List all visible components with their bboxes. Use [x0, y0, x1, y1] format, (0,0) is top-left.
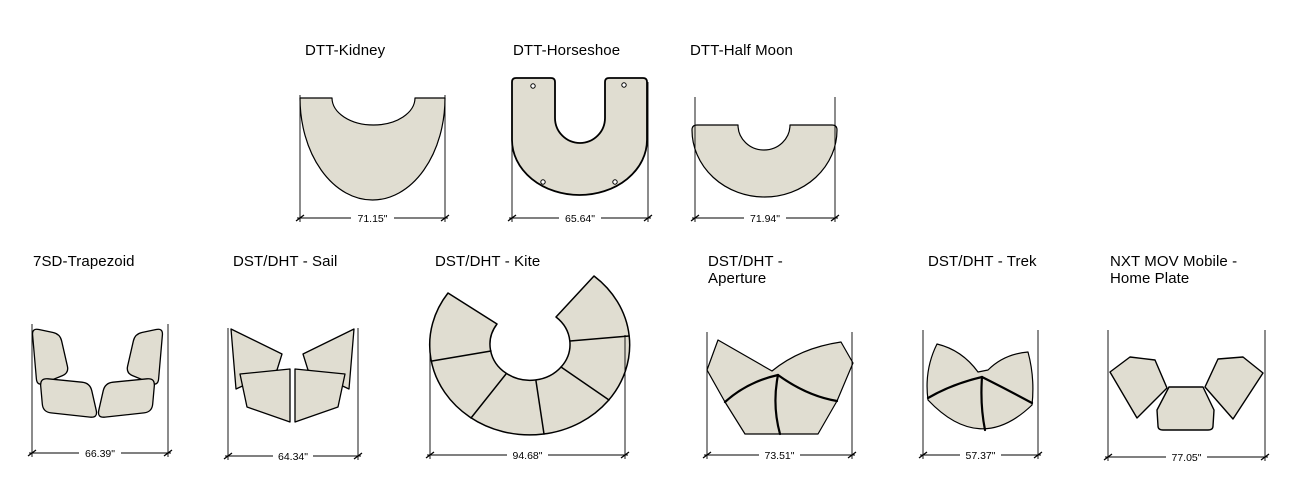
dimension-callout: 64.34": [223, 328, 363, 463]
shape-card-dtt-half-moon: DTT-Half Moon 71.94": [678, 38, 858, 238]
shape-title: DTT-Kidney: [305, 42, 386, 59]
kite-piece-dividers: [431, 335, 630, 435]
dimension-label: 64.34": [278, 451, 308, 463]
shape-card-nxt-mov-home-plate: NXT MOV Mobile - Home Plate 77.05": [1090, 250, 1290, 480]
dimension-label: 71.15": [357, 213, 387, 225]
dimension-tick: [620, 451, 630, 459]
kidney-shape-outline: [299, 97, 446, 201]
piece-divider: [723, 373, 780, 404]
7sd-trapezoid-drawing: 66.39": [27, 324, 173, 460]
piece-divider: [560, 366, 610, 401]
dimension-tick: [223, 452, 233, 460]
dimension-label: 94.68": [512, 450, 542, 462]
sail-piece-inner-right: [294, 368, 346, 423]
half-moon-shape-outline: [691, 124, 838, 198]
piece-divider: [980, 375, 987, 432]
sail-piece-inner-left: [239, 368, 291, 423]
shape-card-dst-dht-sail: DST/DHT - Sail 64.34": [220, 250, 380, 480]
trapezoid-piece-outer-left: [31, 328, 69, 385]
dimension-callout: 94.68": [425, 335, 630, 462]
home-plate-piece-right-wing: [1204, 356, 1264, 420]
dimension-tick: [425, 451, 435, 459]
dimension-callout: 66.39": [27, 324, 173, 460]
dimension-tick: [353, 452, 363, 460]
piece-divider: [569, 335, 630, 342]
shape-card-dtt-kidney: DTT-Kidney 71.15": [288, 38, 458, 238]
piece-divider: [776, 373, 839, 403]
shape-title: DTT-Horseshoe: [513, 42, 621, 59]
dimension-tick: [702, 451, 712, 459]
dimension-tick: [1103, 453, 1113, 461]
shape-title: DST/DHT - Trek: [928, 253, 1037, 270]
dimension-tick: [1033, 451, 1043, 459]
dtt-kidney-drawing: 71.15": [295, 95, 450, 225]
dimension-callout: 71.94": [690, 97, 840, 225]
piece-divider: [431, 350, 492, 362]
dimension-tick: [507, 214, 517, 222]
trek-piece-dividers: [926, 375, 1034, 432]
home-plate-piece-center: [1156, 386, 1215, 431]
dimension-callout: 65.64": [507, 82, 653, 225]
dimension-label: 73.51": [764, 450, 794, 462]
dimension-tick: [27, 449, 37, 457]
grommet-hole: [621, 82, 627, 88]
grommet-hole: [530, 83, 536, 89]
shape-card-7sd-trapezoid: 7SD-Trapezoid 66.39": [15, 250, 180, 480]
dimension-tick: [440, 214, 450, 222]
nxt-mov-home-plate-drawing: 77.05": [1103, 330, 1270, 464]
piece-divider: [926, 375, 984, 400]
dimension-label: 77.05": [1171, 452, 1201, 464]
dimension-tick: [1260, 453, 1270, 461]
dimension-label: 71.94": [750, 213, 780, 225]
horseshoe-shape-outline: [511, 77, 648, 196]
dimension-tick: [643, 214, 653, 222]
shape-card-dst-dht-kite: DST/DHT - Kite 94.68": [425, 250, 640, 480]
grommet-hole: [540, 179, 546, 185]
kite-ring-outline: [429, 275, 631, 436]
shape-card-dst-dht-trek: DST/DHT - Trek 57.37": [910, 250, 1055, 480]
dst-dht-kite-drawing: 94.68": [425, 275, 631, 462]
dimension-tick: [690, 214, 700, 222]
dimension-tick: [163, 449, 173, 457]
trapezoid-piece-outer-right: [126, 328, 164, 385]
dimension-tick: [847, 451, 857, 459]
shape-title: DTT-Half Moon: [690, 42, 793, 59]
dst-dht-aperture-drawing: 73.51": [702, 332, 857, 462]
dimension-tick: [830, 214, 840, 222]
dimension-callout: 77.05": [1103, 330, 1270, 464]
piece-divider: [535, 380, 545, 435]
trapezoid-piece-inner-right: [97, 378, 155, 418]
dst-dht-sail-drawing: 64.34": [223, 328, 363, 463]
piece-divider: [774, 373, 782, 436]
shape-title: DST/DHT - Kite: [435, 253, 541, 270]
shape-card-dst-dht-aperture: DST/DHT - Aperture 73.51": [695, 250, 870, 480]
dtt-horseshoe-drawing: 65.64": [507, 77, 653, 225]
shape-title: 7SD-Trapezoid: [33, 253, 135, 270]
dimension-tick: [295, 214, 305, 222]
dimension-callout: 71.15": [295, 95, 450, 225]
shape-card-dtt-horseshoe: DTT-Horseshoe 65.64": [500, 38, 665, 238]
grommet-hole: [612, 179, 618, 185]
home-plate-piece-left-wing: [1109, 356, 1168, 419]
dimension-callout: 57.37": [918, 330, 1043, 462]
aperture-outline: [706, 339, 854, 435]
dimension-label: 65.64": [565, 213, 595, 225]
dimension-callout: 73.51": [702, 332, 857, 462]
piece-divider: [980, 375, 1034, 405]
trapezoid-piece-inner-left: [40, 378, 98, 418]
shape-title: NXT MOV Mobile - Home Plate: [1110, 253, 1238, 287]
dst-dht-trek-drawing: 57.37": [918, 330, 1043, 462]
aperture-piece-dividers: [723, 373, 839, 436]
dimension-label: 57.37": [965, 450, 995, 462]
dimension-label: 66.39": [85, 448, 115, 460]
shape-title: DST/DHT - Aperture: [708, 253, 783, 287]
dtt-half-moon-drawing: 71.94": [690, 97, 840, 225]
piece-divider: [470, 373, 507, 419]
trek-outline: [926, 343, 1034, 430]
shape-title: DST/DHT - Sail: [233, 253, 338, 270]
dimension-tick: [918, 451, 928, 459]
